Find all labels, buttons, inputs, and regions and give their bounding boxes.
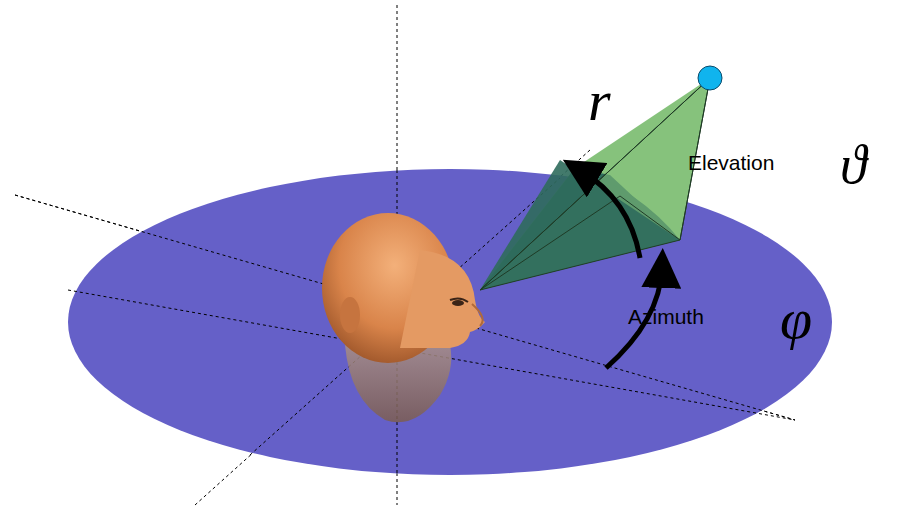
azimuth-symbol: φ xyxy=(780,290,812,348)
elevation-symbol: ϑ xyxy=(840,138,867,192)
elevation-arrow xyxy=(580,170,640,258)
source-point xyxy=(698,66,722,90)
azimuth-label: Azimuth xyxy=(628,306,704,327)
head xyxy=(322,213,485,363)
horizontal-plane xyxy=(68,169,832,475)
radius-label: r xyxy=(588,72,611,130)
elevation-label: Elevation xyxy=(688,152,774,173)
